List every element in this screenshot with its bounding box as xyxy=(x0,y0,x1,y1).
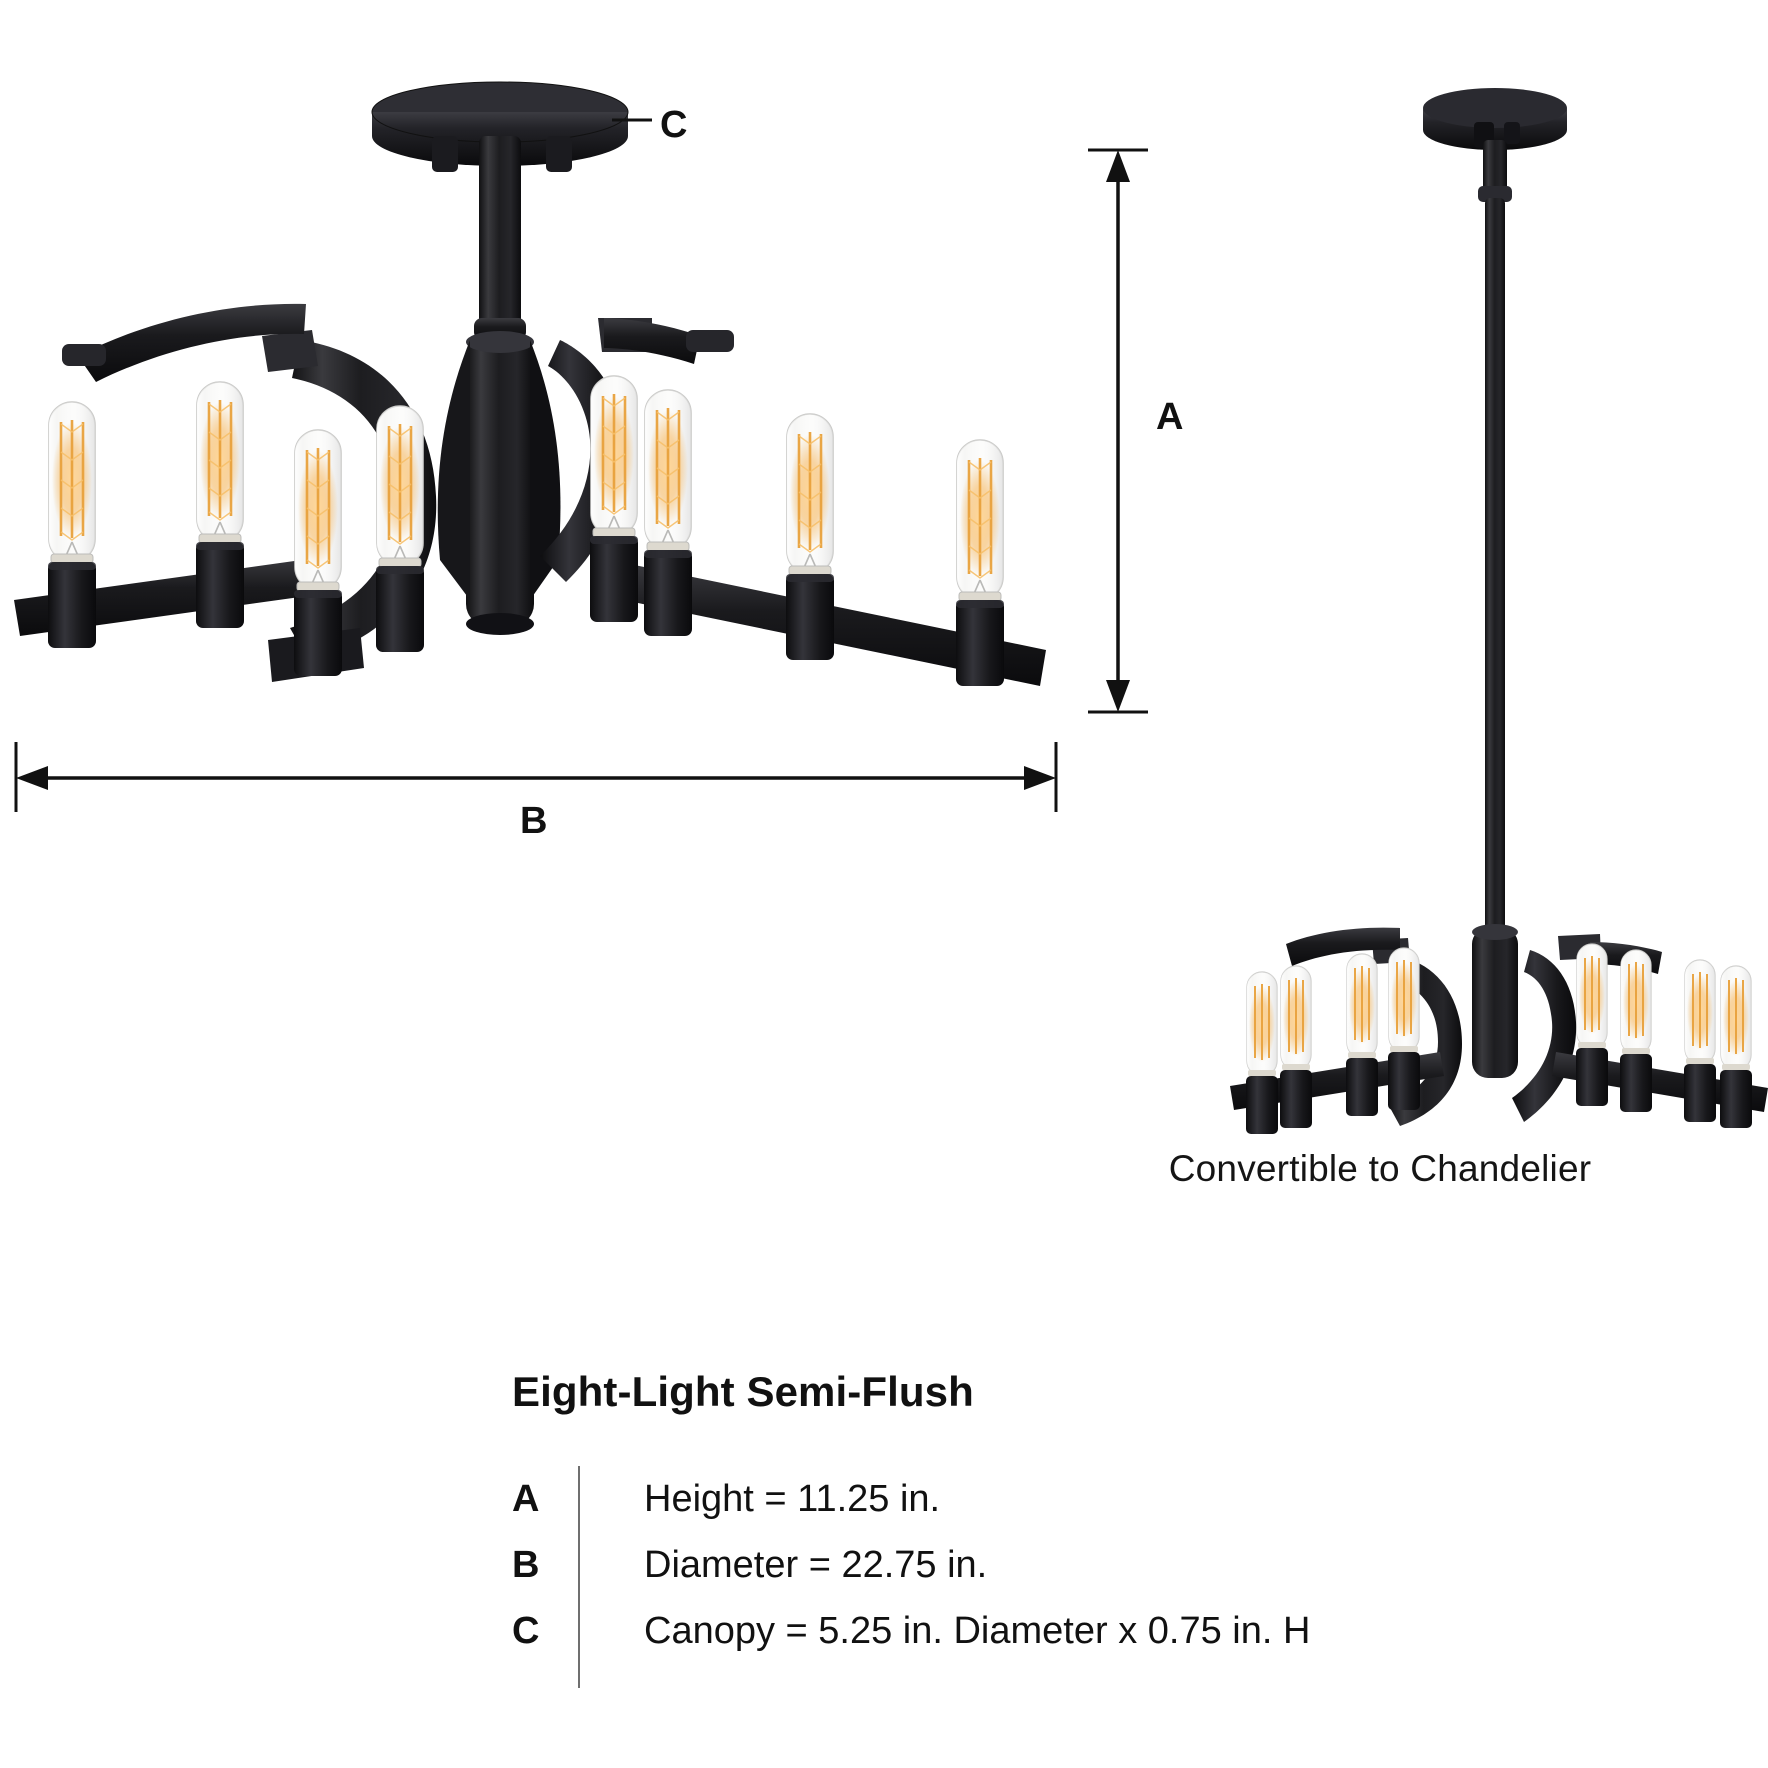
bulb-5 xyxy=(588,374,640,624)
chandelier-right-scroll xyxy=(1512,950,1577,1122)
spec-divider-rule xyxy=(578,1466,580,1688)
bulb-1 xyxy=(46,400,98,650)
table-row: B Diameter = 22.75 in. xyxy=(512,1544,1512,1610)
chandelier-bulb-2 xyxy=(1279,965,1313,1129)
chandelier-bulb-1 xyxy=(1245,971,1279,1135)
product-title: Eight-Light Semi-Flush xyxy=(512,1368,974,1415)
chandelier-bulb-3 xyxy=(1345,953,1379,1117)
dimension-label-a: A xyxy=(1156,396,1184,438)
upper-left-arm xyxy=(78,303,306,382)
spec-value-diameter: Diameter = 22.75 in. xyxy=(644,1544,988,1586)
chandelier-bulb-4 xyxy=(1387,947,1421,1111)
chandelier-caption: Convertible to Chandelier xyxy=(1168,1148,1592,1189)
dimension-b-arrow xyxy=(14,742,1058,812)
spec-key-b: B xyxy=(512,1544,540,1586)
table-row: A Height = 11.25 in. xyxy=(512,1478,1512,1544)
specification-block: Eight-Light Semi-Flush A Height = 11.25 … xyxy=(512,1368,1512,1688)
dimension-label-b: B xyxy=(520,800,548,842)
chandelier-downrod xyxy=(1485,198,1505,938)
semi-flush-fixture-illustration xyxy=(14,81,1046,688)
spec-value-height: Height = 11.25 in. xyxy=(644,1478,941,1520)
spec-key-c: C xyxy=(512,1610,540,1652)
chandelier-fixture-illustration xyxy=(1230,88,1768,1135)
bulb-4 xyxy=(374,404,426,654)
dimension-a-arrow xyxy=(1088,148,1148,714)
bulb-2 xyxy=(194,380,246,630)
bulb-6 xyxy=(642,388,694,638)
spec-key-a: A xyxy=(512,1478,540,1520)
chandelier-bulb-8 xyxy=(1719,965,1753,1129)
upper-right-arm xyxy=(604,318,700,364)
chandelier-bulb-5 xyxy=(1575,943,1609,1107)
bulb-7 xyxy=(784,412,836,662)
specification-table: A Height = 11.25 in. B Diameter = 22.75 … xyxy=(512,1466,1512,1688)
chandelier-left-scroll xyxy=(1388,956,1462,1126)
chandelier-bulb-7 xyxy=(1683,959,1717,1123)
dimension-label-c: C xyxy=(660,104,688,146)
bulb-3 xyxy=(292,428,344,678)
table-row: C Canopy = 5.25 in. Diameter x 0.75 in. … xyxy=(512,1610,1512,1676)
center-column-part xyxy=(466,331,534,635)
chandelier-bulb-6 xyxy=(1619,949,1653,1113)
downrod-part xyxy=(479,136,521,326)
spec-value-canopy: Canopy = 5.25 in. Diameter x 0.75 in. H xyxy=(644,1610,1311,1652)
bulb-8 xyxy=(954,438,1006,688)
